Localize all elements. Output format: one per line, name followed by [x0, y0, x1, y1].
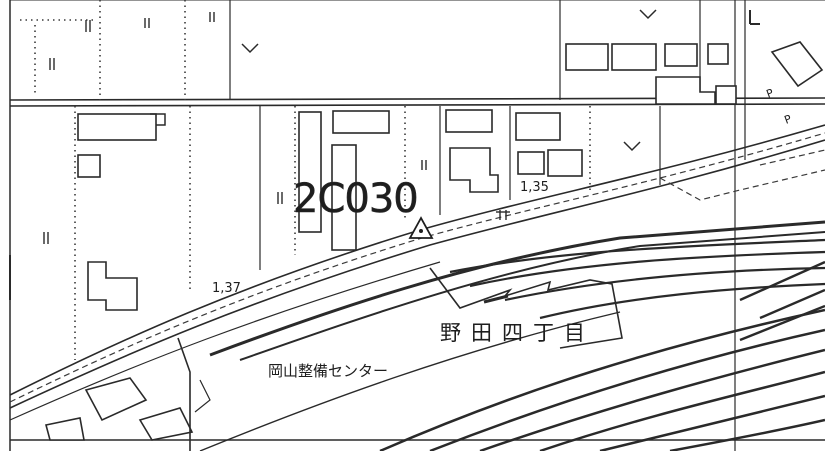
map-frame: [9, 0, 825, 451]
parcel-lines: [229, 0, 746, 270]
field-boundaries: [20, 0, 591, 360]
triangulation-point-icon: [408, 216, 434, 239]
facility-name: 岡山整備センター: [268, 362, 388, 380]
rail-yard: [199, 220, 825, 451]
elevation-label-2: 1,37: [212, 281, 241, 296]
field-mark: [43, 12, 427, 244]
facility-outline: [177, 267, 623, 451]
district-name: 野田四丁目: [440, 321, 595, 345]
buildings: [45, 41, 824, 441]
parking-label-1: P: [765, 86, 776, 101]
parking-label-2: P: [783, 112, 794, 127]
shrine-mark: [496, 210, 510, 220]
vegetable-mark: [241, 9, 657, 152]
sheet-code: 2C030: [293, 176, 418, 222]
edge-ticks: [9, 10, 760, 300]
elevation-label-1: 1,35: [520, 180, 549, 195]
